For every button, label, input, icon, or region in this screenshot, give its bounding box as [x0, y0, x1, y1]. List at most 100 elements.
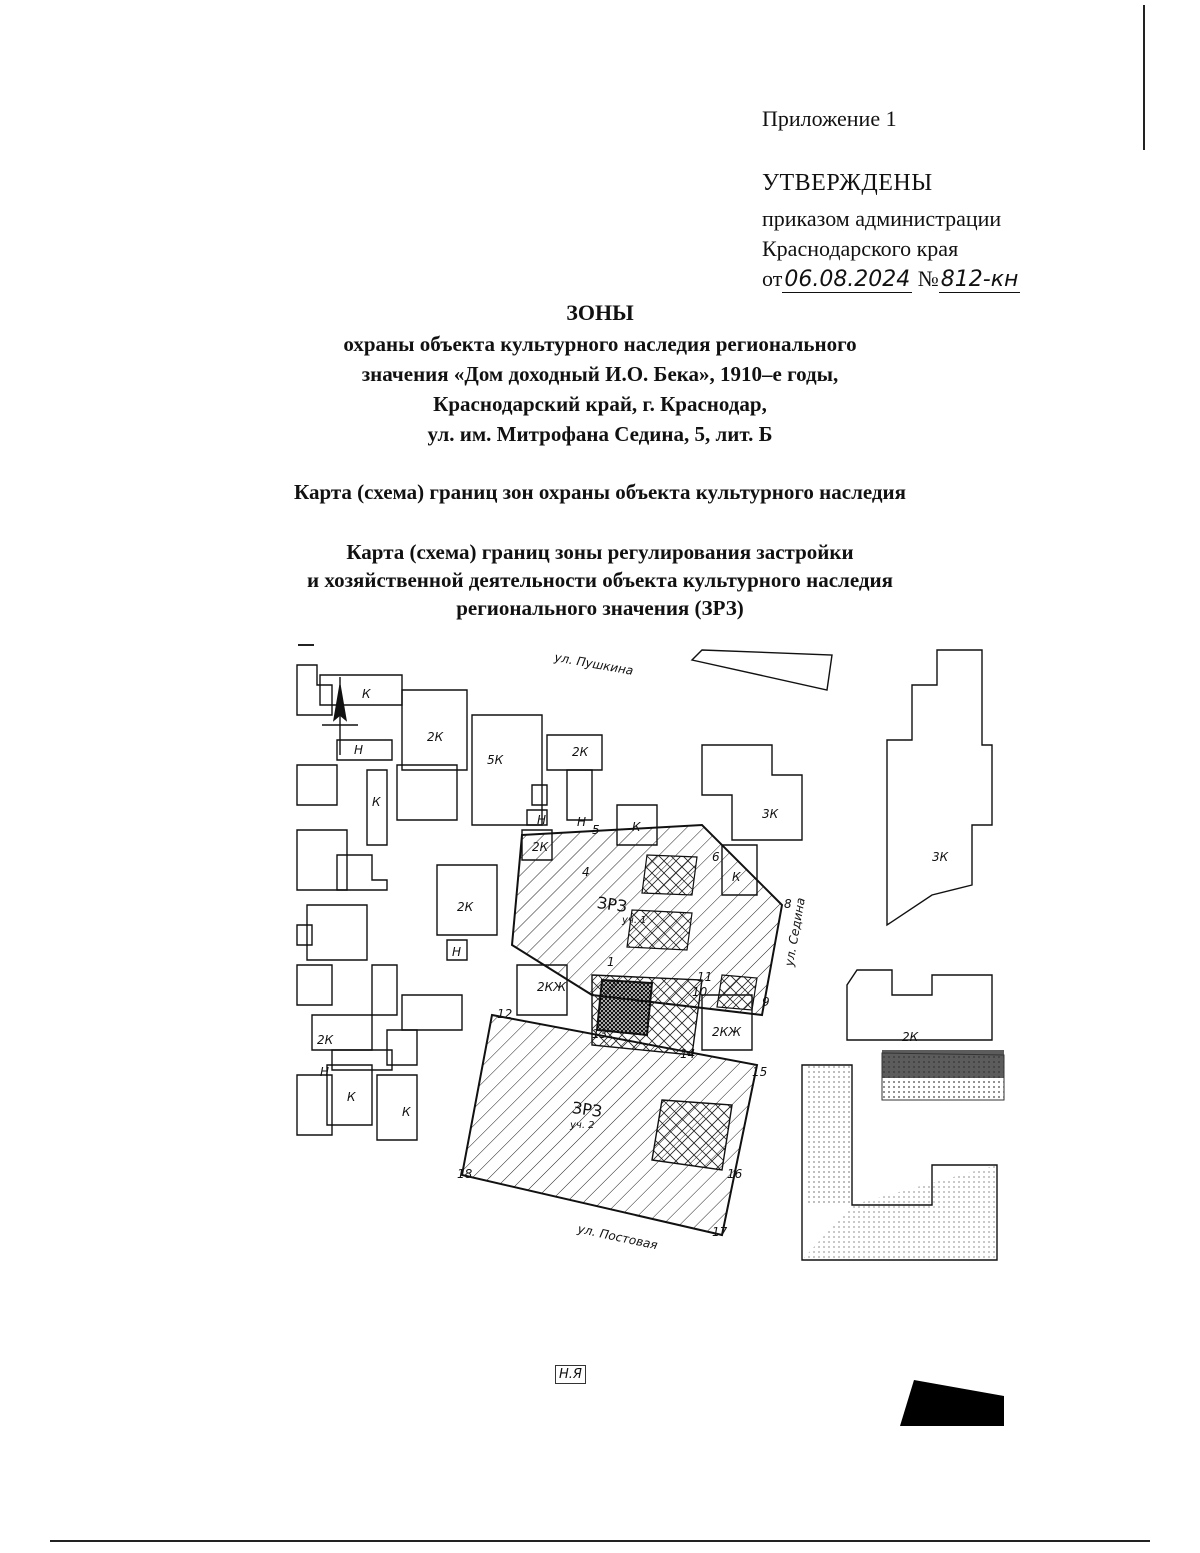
zrz-2-sub: уч. 2	[570, 1120, 595, 1131]
building	[401, 689, 468, 771]
building	[371, 964, 398, 1016]
bld-label: Н	[577, 815, 587, 829]
building	[306, 904, 368, 961]
building	[336, 854, 388, 891]
building	[546, 734, 603, 771]
zones-heading: ЗОНЫ	[566, 300, 634, 325]
approved-heading: УТВЕРЖДЕНЫ	[762, 170, 933, 196]
dark-strip	[882, 1050, 1004, 1078]
building	[386, 1029, 418, 1066]
title-line-4: ул. им. Митрофана Седина, 5, лит. Б	[427, 422, 773, 446]
appendix-label: Приложение 1	[762, 106, 897, 131]
zone-map: ул. Пушкина ул. Седина ул. Постовая ЗРЗ …	[292, 645, 1012, 1285]
building	[366, 769, 388, 846]
subtitle-line-3: регионального значения (ЗРЗ)	[456, 596, 744, 620]
point-10: 10	[692, 985, 708, 999]
bld-label: 5К	[487, 753, 504, 767]
bld-label: К	[632, 820, 641, 834]
bld-label: 2КЖ	[537, 980, 567, 994]
bld-label: 2КЖ	[712, 1025, 742, 1039]
bld-label: К	[732, 870, 741, 884]
order-number: 812-кн	[938, 267, 1021, 293]
approved-line-1: приказом администрации	[762, 206, 1002, 231]
building-in-zone-1	[641, 854, 698, 896]
title-line-1: охраны объекта культурного наследия реги…	[343, 332, 857, 356]
point-5: 5	[592, 823, 600, 837]
bld-label: К	[372, 795, 381, 809]
building	[436, 864, 498, 936]
point-15: 15	[752, 1065, 768, 1079]
building	[401, 994, 463, 1031]
building	[296, 964, 333, 1006]
corner-tick	[298, 644, 314, 646]
building	[396, 764, 458, 821]
point-18: 18	[457, 1167, 473, 1181]
building	[566, 769, 593, 821]
point-6: 6	[712, 850, 720, 864]
building	[690, 649, 833, 691]
point-4: 4	[582, 865, 590, 879]
building	[296, 1074, 333, 1136]
building	[701, 744, 803, 841]
bld-label: Н	[354, 743, 364, 757]
bld-label: 2К	[427, 730, 444, 744]
order-line: от06.08.2024 №812-кн	[762, 266, 1021, 293]
point-9: 9	[762, 995, 770, 1009]
building-hatched-right	[716, 974, 758, 1011]
dotted-area-2	[802, 1165, 997, 1260]
zone-map-svg	[296, 649, 1005, 1261]
margin-rule	[1143, 5, 1145, 150]
title-line-2: значения «Дом доходный И.О. Бека», 1910–…	[361, 362, 839, 386]
bld-label: 2К	[902, 1030, 919, 1044]
point-13: 13	[592, 1027, 608, 1041]
bld-label: Н	[320, 1065, 330, 1079]
title-line-3: Краснодарский край, г. Краснодар,	[433, 392, 767, 416]
building	[296, 664, 333, 716]
bld-label: 3К	[762, 807, 779, 821]
dotted-area	[807, 1065, 852, 1205]
building	[886, 649, 993, 927]
point-16: 16	[727, 1167, 743, 1181]
building	[296, 829, 348, 891]
zrz-1-sub: уч. 1	[622, 915, 647, 926]
footer-rule	[50, 1540, 1150, 1542]
building	[336, 739, 393, 761]
building	[531, 784, 548, 806]
building	[376, 1074, 418, 1141]
building	[471, 714, 543, 826]
bld-label: 2К	[572, 745, 589, 759]
point-1: 1	[607, 955, 615, 969]
north-arrow-icon	[322, 677, 358, 755]
building	[846, 969, 993, 1041]
point-17: 17	[712, 1225, 728, 1239]
bld-label: 2К	[317, 1033, 334, 1047]
order-no-sign: №	[917, 266, 939, 291]
building	[326, 1064, 373, 1126]
subtitle-line-1: Карта (схема) границ зоны регулирования …	[346, 540, 854, 564]
bld-label: 2К	[532, 840, 549, 854]
map-title: Карта (схема) границ зон охраны объекта …	[294, 480, 906, 504]
bld-label: 2К	[457, 900, 474, 914]
point-11: 11	[697, 970, 713, 984]
order-date: 06.08.2024	[782, 267, 913, 293]
approved-line-2: Краснодарского края	[762, 236, 959, 261]
bld-label: Н	[537, 813, 547, 827]
building	[296, 924, 313, 946]
bld-label: К	[347, 1090, 356, 1104]
zrz-1-label: ЗРЗ	[595, 892, 629, 917]
order-prefix: от	[762, 266, 783, 291]
heritage-object	[595, 978, 654, 1037]
bld-label: 3К	[932, 850, 949, 864]
point-12: 12	[497, 1007, 513, 1021]
point-14: 14	[680, 1047, 696, 1061]
zrz-zone-2	[460, 1013, 759, 1237]
point-8: 8	[784, 897, 792, 911]
building-in-zone-2	[651, 1099, 733, 1171]
redaction-block	[900, 1380, 1004, 1426]
subtitle-line-2: и хозяйственной деятельности объекта кул…	[307, 568, 893, 592]
zrz-2-label: ЗРЗ	[570, 1097, 604, 1122]
bld-label: К	[402, 1105, 411, 1119]
building	[526, 809, 548, 826]
bld-label: Н	[452, 945, 462, 959]
bld-label: К	[362, 687, 371, 701]
